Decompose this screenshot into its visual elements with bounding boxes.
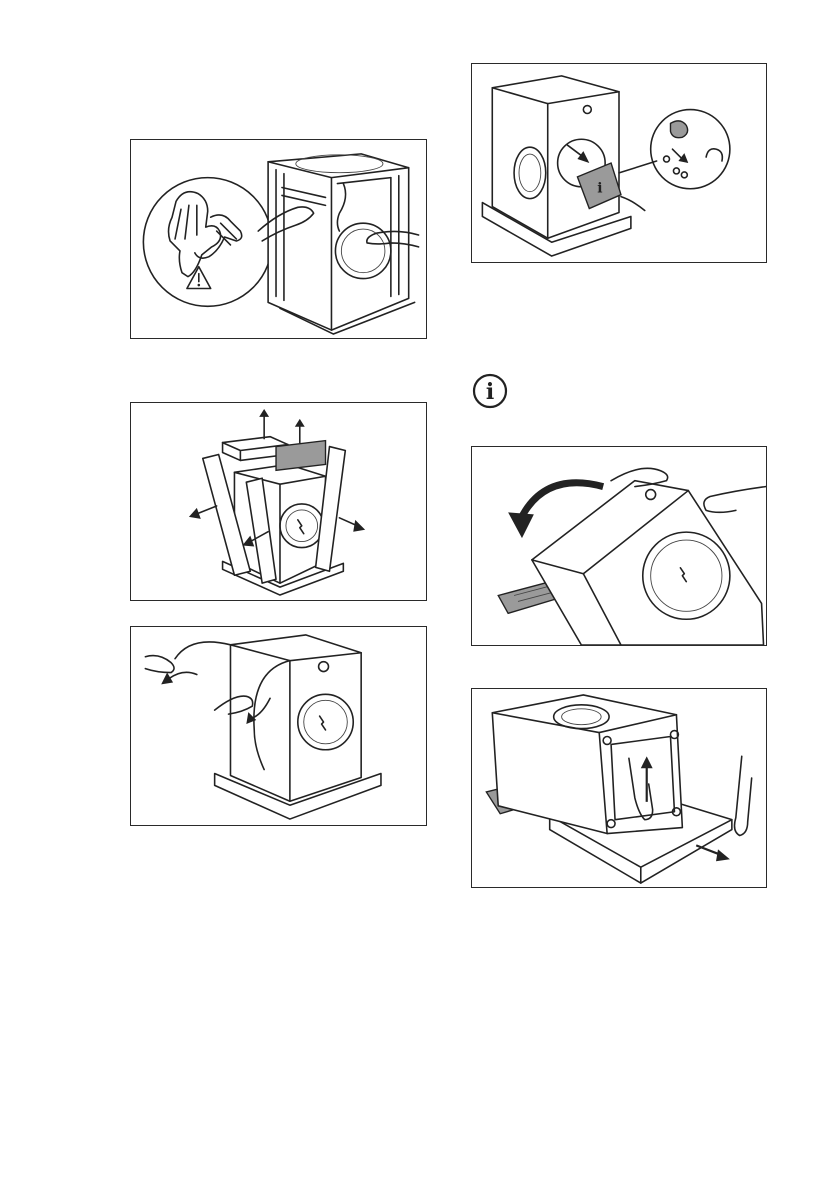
svg-text:i: i [597, 181, 602, 197]
info-icon: i [472, 373, 508, 409]
figure-remove-plastic-bag [130, 626, 427, 826]
figure-remove-packaging-parts [130, 402, 427, 601]
packaged-washing-machine [258, 154, 418, 334]
svg-text:i: i [486, 379, 494, 405]
highlighted-block [276, 441, 325, 471]
figure-remove-cover-gloves [130, 139, 427, 339]
washing-machine-open-door [492, 76, 619, 238]
figure-remove-documents: i [471, 63, 767, 263]
tilted-washing-machine [532, 481, 764, 645]
washing-machine-on-side [492, 695, 682, 834]
figure-remove-base [471, 688, 767, 888]
pull-arrow-icon [696, 845, 730, 861]
figure-tilt-machine [471, 446, 767, 646]
